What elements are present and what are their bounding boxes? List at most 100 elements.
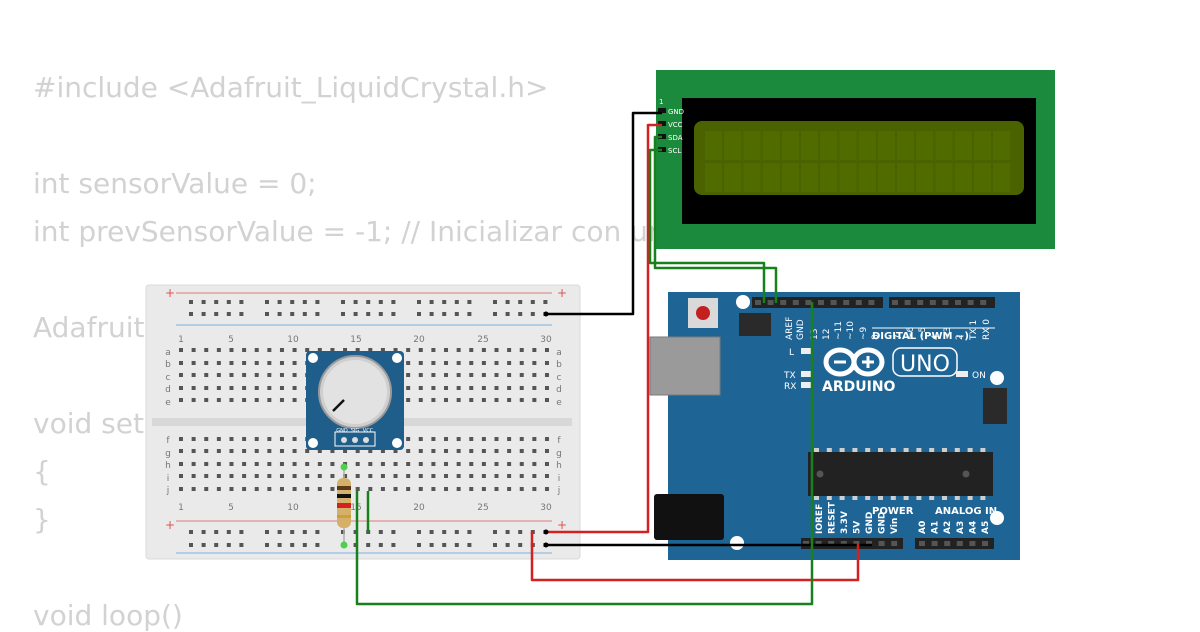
digital-pin-socket[interactable] — [843, 300, 850, 305]
rail-hole[interactable] — [226, 543, 231, 547]
wire-lcd-gnd[interactable] — [546, 111, 662, 316]
breadboard-hole[interactable] — [179, 348, 183, 352]
rail-hole[interactable] — [391, 312, 396, 316]
power-analog-pin-socket[interactable] — [891, 541, 898, 546]
breadboard-hole[interactable] — [317, 348, 322, 352]
potentiometer[interactable]: GND SIG VCC — [306, 351, 404, 450]
breadboard-hole[interactable] — [544, 474, 549, 478]
breadboard-hole[interactable] — [532, 487, 537, 491]
breadboard-hole[interactable] — [191, 437, 196, 441]
breadboard-hole[interactable] — [507, 462, 512, 466]
breadboard-hole[interactable] — [456, 449, 461, 453]
breadboard-hole[interactable] — [519, 386, 524, 390]
breadboard-hole[interactable] — [456, 398, 461, 402]
power-analog-pin-socket[interactable] — [840, 541, 847, 546]
breadboard-hole[interactable] — [406, 449, 411, 453]
breadboard-hole[interactable] — [444, 348, 449, 352]
breadboard-hole[interactable] — [204, 487, 209, 491]
breadboard-hole[interactable] — [418, 361, 423, 365]
breadboard-hole[interactable] — [481, 487, 486, 491]
breadboard-hole[interactable] — [469, 361, 474, 365]
wire-lcd-vcc[interactable] — [546, 123, 662, 534]
breadboard-hole[interactable] — [292, 348, 297, 352]
breadboard-hole[interactable] — [242, 474, 247, 478]
breadboard-hole[interactable] — [254, 462, 259, 466]
breadboard-hole[interactable] — [204, 373, 209, 377]
breadboard-hole[interactable] — [279, 437, 284, 441]
breadboard-hole[interactable] — [380, 449, 385, 453]
breadboard-hole[interactable] — [179, 373, 183, 377]
breadboard-hole[interactable] — [355, 487, 360, 491]
breadboard-hole[interactable] — [507, 449, 512, 453]
rail-hole[interactable] — [442, 300, 447, 304]
breadboard-hole[interactable] — [292, 449, 297, 453]
rail-hole[interactable] — [189, 530, 193, 534]
breadboard-hole[interactable] — [343, 449, 348, 453]
digital-pin-socket[interactable] — [917, 300, 924, 305]
breadboard-hole[interactable] — [532, 361, 537, 365]
breadboard-hole[interactable] — [444, 474, 449, 478]
breadboard-hole[interactable] — [469, 398, 474, 402]
digital-pin-socket[interactable] — [767, 300, 774, 305]
breadboard-hole[interactable] — [204, 361, 209, 365]
rail-hole[interactable] — [442, 543, 447, 547]
breadboard-hole[interactable] — [481, 386, 486, 390]
breadboard-hole[interactable] — [494, 474, 499, 478]
rail-hole[interactable] — [366, 312, 371, 316]
rail-hole[interactable] — [530, 312, 535, 316]
breadboard-hole[interactable] — [431, 361, 436, 365]
breadboard-hole[interactable] — [191, 361, 196, 365]
breadboard-hole[interactable] — [292, 437, 297, 441]
reset-button-cap[interactable] — [696, 306, 710, 320]
breadboard-hole[interactable] — [216, 386, 221, 390]
digital-pin-sockets[interactable] — [755, 300, 987, 305]
breadboard-hole[interactable] — [494, 487, 499, 491]
rail-hole[interactable] — [265, 543, 269, 547]
breadboard-hole[interactable] — [330, 348, 335, 352]
power-analog-pin-socket[interactable] — [853, 541, 860, 546]
rail-hole[interactable] — [315, 312, 320, 316]
breadboard-hole[interactable] — [444, 449, 449, 453]
rail-hole[interactable] — [265, 312, 269, 316]
breadboard-hole[interactable] — [406, 437, 411, 441]
digital-pin-socket[interactable] — [967, 300, 974, 305]
rail-hole[interactable] — [505, 300, 510, 304]
breadboard-hole[interactable] — [254, 487, 259, 491]
breadboard-hole[interactable] — [229, 449, 234, 453]
rail-hole[interactable] — [366, 530, 371, 534]
rail-hole[interactable] — [315, 530, 320, 534]
breadboard-hole[interactable] — [532, 449, 537, 453]
breadboard-hole[interactable] — [292, 386, 297, 390]
digital-pin-socket[interactable] — [792, 300, 799, 305]
rail-hole[interactable] — [315, 300, 320, 304]
rail-hole[interactable] — [505, 543, 510, 547]
breadboard-hole[interactable] — [216, 361, 221, 365]
breadboard-hole[interactable] — [191, 386, 196, 390]
breadboard-hole[interactable] — [494, 348, 499, 352]
breadboard-hole[interactable] — [179, 386, 183, 390]
rail-hole[interactable] — [290, 300, 295, 304]
breadboard-hole[interactable] — [254, 348, 259, 352]
breadboard-hole[interactable] — [216, 398, 221, 402]
breadboard-hole[interactable] — [507, 474, 512, 478]
breadboard-hole[interactable] — [469, 487, 474, 491]
breadboard-hole[interactable] — [267, 361, 272, 365]
rail-hole[interactable] — [378, 543, 383, 547]
breadboard-hole[interactable] — [279, 487, 284, 491]
lcd-module[interactable]: 1 GND VCC SDA SCL — [656, 70, 1055, 249]
breadboard-hole[interactable] — [216, 437, 221, 441]
breadboard-hole[interactable] — [519, 449, 524, 453]
breadboard-hole[interactable] — [418, 474, 423, 478]
breadboard-hole[interactable] — [519, 373, 524, 377]
breadboard-hole[interactable] — [343, 348, 348, 352]
digital-pin-socket[interactable] — [892, 300, 898, 305]
rail-hole[interactable] — [543, 300, 548, 304]
breadboard-hole[interactable] — [279, 449, 284, 453]
rail-hole[interactable] — [265, 530, 269, 534]
breadboard-hole[interactable] — [242, 437, 247, 441]
breadboard-hole[interactable] — [456, 487, 461, 491]
wire-lcd-scl[interactable] — [648, 148, 766, 303]
breadboard-hole[interactable] — [330, 449, 335, 453]
breadboard-hole[interactable] — [279, 373, 284, 377]
breadboard-hole[interactable] — [456, 348, 461, 352]
